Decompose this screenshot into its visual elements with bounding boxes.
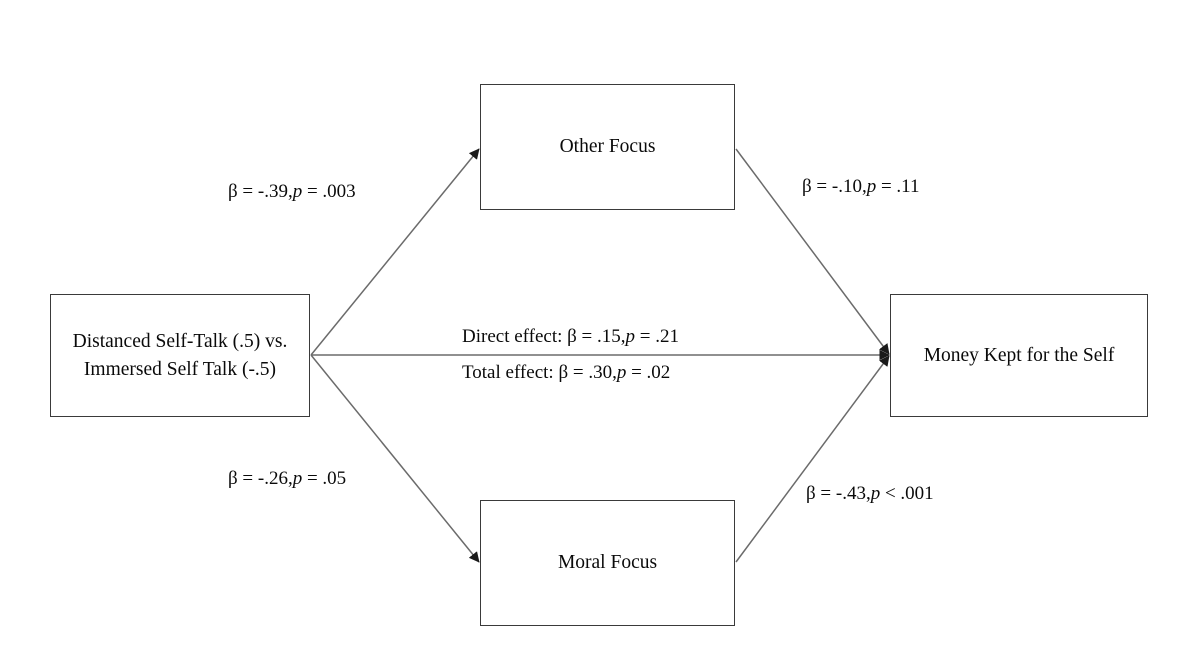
path-label-a1-beta: β = -.39, <box>228 181 293 202</box>
path-label-b2-beta: β = -.43, <box>806 483 871 504</box>
path-arrow-a2 <box>310 354 480 563</box>
path-label-a2: β = -.26,p = .05 <box>228 467 346 492</box>
path-label-total-p-value: = .02 <box>626 362 671 383</box>
path-arrow-b1 <box>735 148 890 355</box>
node-money-kept-for-the-self: Money Kept for the Self <box>890 294 1148 417</box>
path-label-total-p-italic: p <box>616 362 627 383</box>
path-label-b1-p-italic: p <box>866 176 877 197</box>
node-moral-focus: Moral Focus <box>480 500 735 626</box>
path-label-b2-p-value: < .001 <box>880 483 934 504</box>
path-label-b2: β = -.43,p < .001 <box>806 482 934 507</box>
path-label-direct-p-value: = .21 <box>635 326 679 347</box>
path-label-a2-p-italic: p <box>292 468 303 489</box>
path-label-a2-p-value: = .05 <box>302 468 347 489</box>
node-label-moral-focus: Moral Focus <box>557 552 658 574</box>
path-label-b1: β = -.10,p = .11 <box>802 175 919 200</box>
path-label-direct-effect: Direct effect: β = .15,p = .21 <box>462 325 679 350</box>
path-label-direct-p-italic: p <box>625 326 636 347</box>
path-label-a1: β = -.39,p = .003 <box>228 180 356 205</box>
node-distanced-self-talk: Distanced Self-Talk (.5) vs. Immersed Se… <box>50 294 310 417</box>
path-label-b2-p-italic: p <box>870 483 881 504</box>
node-label-other-focus: Other Focus <box>559 136 656 158</box>
path-label-a1-p-italic: p <box>292 181 303 202</box>
path-label-total-effect: Total effect: β = .30,p = .02 <box>462 361 670 386</box>
node-label-outcome: Money Kept for the Self <box>923 344 1115 366</box>
node-other-focus: Other Focus <box>480 84 735 210</box>
path-label-a1-p-value: = .003 <box>302 181 356 202</box>
path-label-direct-beta: Direct effect: β = .15, <box>462 326 626 347</box>
path-label-total-beta: Total effect: β = .30, <box>462 362 617 383</box>
path-arrow-b2 <box>735 355 890 563</box>
path-label-a2-beta: β = -.26, <box>228 468 293 489</box>
path-arrow-a1 <box>310 148 480 356</box>
path-label-b1-beta: β = -.10, <box>802 176 867 197</box>
path-label-b1-p-value: = .11 <box>876 176 920 197</box>
node-label-predictor: Distanced Self-Talk (.5) vs. Immersed Se… <box>72 330 288 380</box>
